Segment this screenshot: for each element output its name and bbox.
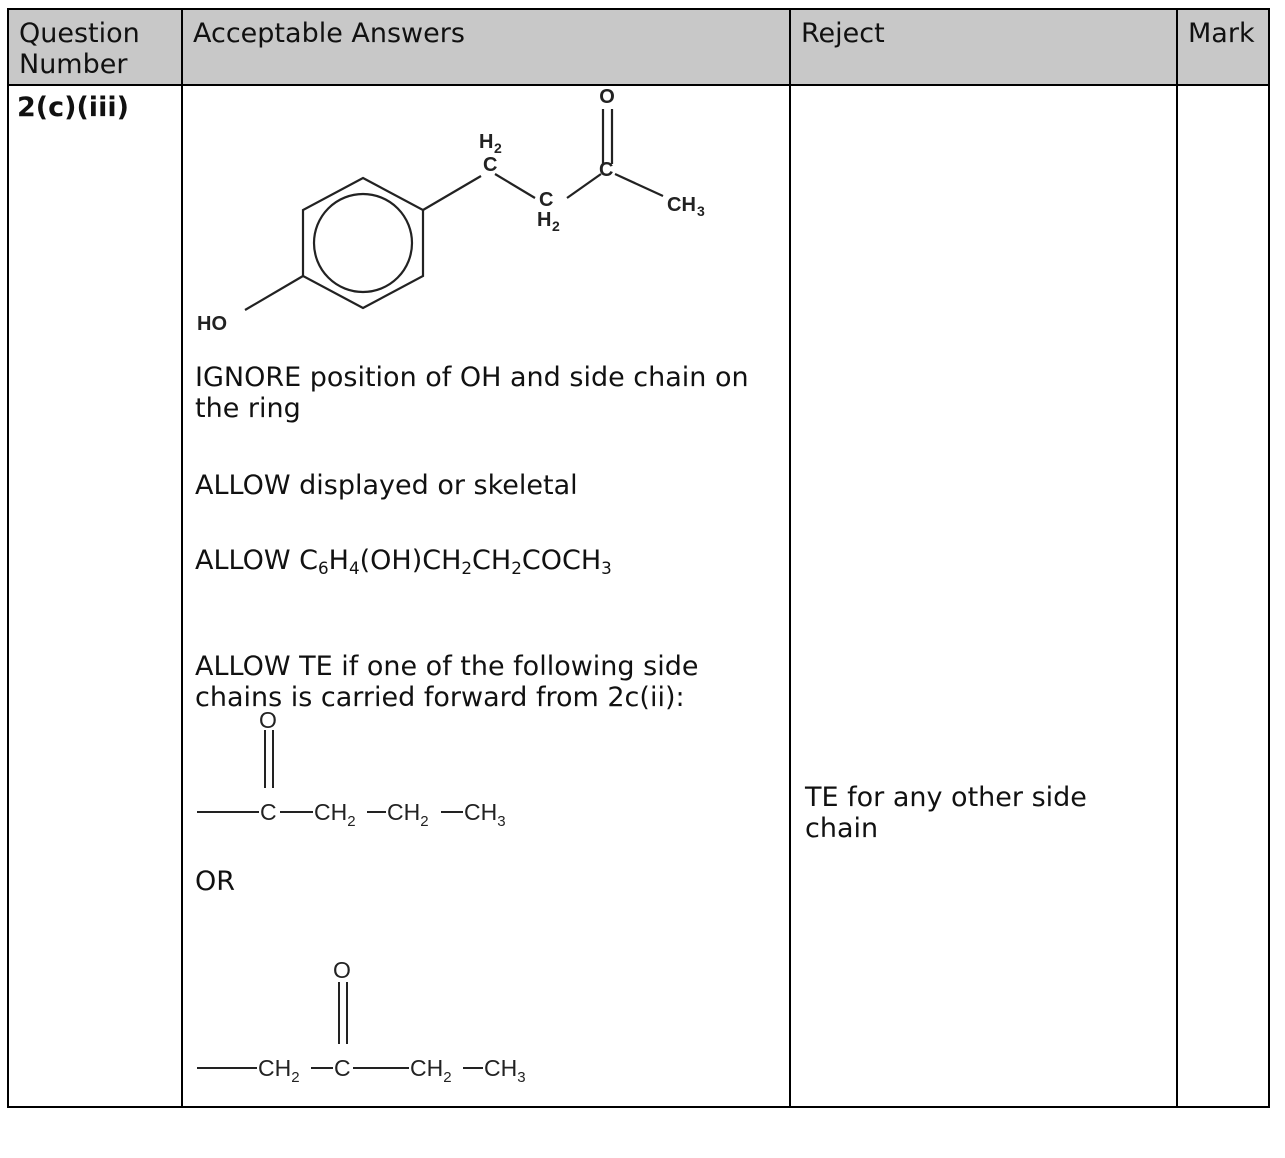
- chain2-oxygen: O: [333, 957, 351, 983]
- chain1-ch2-b: CH2: [387, 799, 429, 830]
- ch2-top-h-label: H: [479, 131, 493, 153]
- chain1-carbon: C: [260, 799, 277, 825]
- or-label: OR: [195, 866, 236, 897]
- ch2-top-subscript: 2: [494, 140, 502, 156]
- header-mark: Mark: [1176, 8, 1270, 86]
- answer-row: 2(c)(iii): [7, 84, 1270, 1108]
- carbonyl-c-label: C: [599, 159, 613, 181]
- bond-ch2-carbonyl: [566, 173, 602, 199]
- acceptable-answers-cell: O H 2 C C H 2 C CH 3 HO IGNORE position …: [181, 84, 791, 1108]
- structure-diagram: O H 2 C C H 2 C CH 3 HO: [197, 86, 705, 335]
- reject-text: TE for any other side chain: [805, 782, 1087, 844]
- header-question-label: Question: [19, 18, 140, 49]
- header-mark-label: Mark: [1188, 18, 1255, 49]
- chain1-oxygen: O: [259, 707, 277, 733]
- chain2-ch2-a: CH2: [258, 1055, 300, 1086]
- oxygen-label: O: [599, 86, 615, 108]
- side-chain-1-diagram: O C CH2 CH2 CH3: [197, 707, 506, 830]
- header-number-label: Number: [19, 49, 128, 80]
- ch2-bottom-c-label: C: [539, 189, 553, 211]
- allow-displayed-note: ALLOW displayed or skeletal: [195, 470, 578, 501]
- aromatic-circle: [312, 192, 414, 294]
- chain2-ch2-b: CH2: [410, 1055, 452, 1086]
- side-chain-2-diagram: O CH2 C CH2 CH3: [197, 957, 526, 1086]
- methyl-ch-label: CH: [667, 194, 696, 216]
- allow-te-note: ALLOW TE if one of the following side ch…: [195, 651, 699, 713]
- chain1-ch3: CH3: [464, 799, 506, 830]
- hydroxyl-label: HO: [197, 313, 227, 335]
- ch2-top-c-label: C: [483, 154, 497, 176]
- header-acceptable-answers: Acceptable Answers: [181, 8, 791, 86]
- allow-formula-note: ALLOW C6H4(OH)CH2CH2COCH3: [195, 545, 612, 579]
- header-acceptable-label: Acceptable Answers: [193, 18, 465, 49]
- bond-ring-ch2: [422, 175, 482, 211]
- chain1-ch2-a: CH2: [314, 799, 356, 830]
- ch2-bottom-h-label: H: [537, 209, 551, 231]
- bond-carbonyl-methyl: [614, 173, 664, 197]
- question-number: 2(c)(iii): [17, 92, 129, 123]
- header-reject-label: Reject: [801, 18, 885, 49]
- benzene-ring: [301, 176, 425, 310]
- ignore-note: IGNORE position of OH and side chain on …: [195, 362, 749, 424]
- bond-ch2-ch2: [494, 173, 536, 199]
- ch2-bottom-subscript: 2: [552, 218, 560, 234]
- reject-cell: TE for any other side chain: [789, 84, 1178, 1108]
- methyl-subscript: 3: [697, 203, 705, 219]
- chain2-carbon: C: [334, 1055, 351, 1081]
- chain2-ch3: CH3: [484, 1055, 526, 1086]
- bond-ring-oh: [244, 275, 304, 311]
- question-number-cell: 2(c)(iii): [7, 84, 183, 1108]
- mark-cell: [1176, 84, 1270, 1108]
- header-reject: Reject: [789, 8, 1178, 86]
